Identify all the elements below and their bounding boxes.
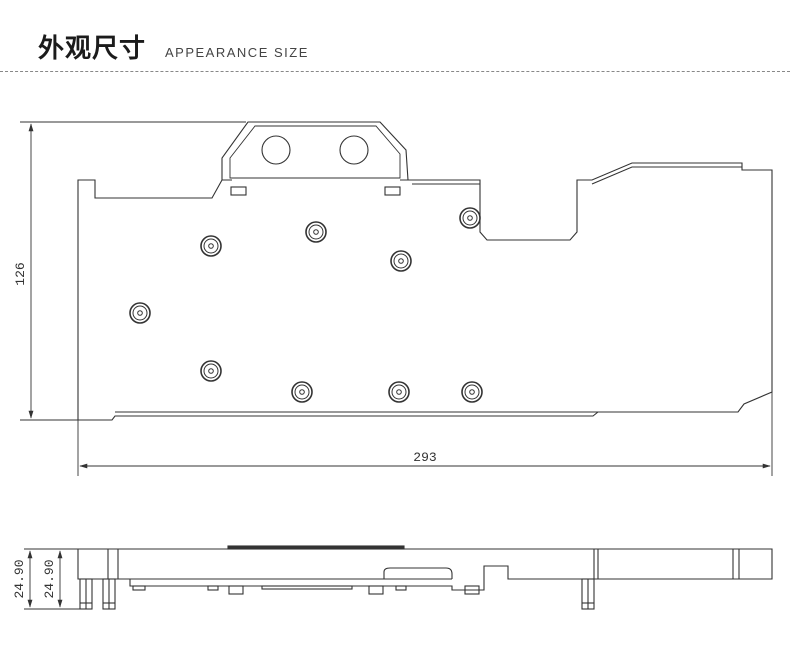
- plate-inner-line-2: [591, 166, 742, 185]
- standoff: [461, 381, 483, 403]
- standoff: [291, 381, 313, 403]
- tab-left: [230, 186, 247, 196]
- standoff: [388, 381, 410, 403]
- thickness-label-inner: 24.90: [42, 559, 57, 598]
- height-dimension: [20, 121, 246, 421]
- thickness-label-outer: 24.90: [12, 559, 27, 598]
- plate-outline: [77, 121, 773, 421]
- side-foot: [261, 585, 353, 590]
- standoff: [459, 207, 481, 229]
- page-header: 外观尺寸 APPEARANCE SIZE: [0, 0, 790, 74]
- port-hole-right: [339, 135, 369, 165]
- side-foot: [395, 585, 407, 591]
- side-foot: [207, 585, 219, 591]
- terminal-bump: [383, 567, 453, 579]
- port-hole-left: [261, 135, 291, 165]
- height-label: 126: [13, 262, 28, 285]
- side-foot: [464, 585, 480, 595]
- side-body: [77, 548, 773, 591]
- side-foot: [132, 585, 146, 591]
- standoff-group: [129, 207, 483, 403]
- thickness-dimension: [24, 548, 80, 610]
- standoff: [390, 250, 412, 272]
- side-view: [77, 545, 773, 610]
- side-foot: [368, 585, 384, 595]
- standoff: [200, 360, 222, 382]
- top-view: [77, 121, 773, 421]
- page-title: 外观尺寸: [38, 34, 147, 64]
- page-subtitle: APPEARANCE SIZE: [165, 45, 309, 60]
- width-label: 293: [413, 450, 436, 465]
- side-foot: [228, 585, 244, 595]
- terminal-inner-line: [229, 125, 401, 179]
- width-dimension: [77, 392, 773, 476]
- standoff: [129, 302, 151, 324]
- tab-right: [384, 186, 401, 196]
- terminal-top-bar: [227, 545, 405, 550]
- standoff: [305, 221, 327, 243]
- standoff: [200, 235, 222, 257]
- header-divider: [0, 71, 790, 72]
